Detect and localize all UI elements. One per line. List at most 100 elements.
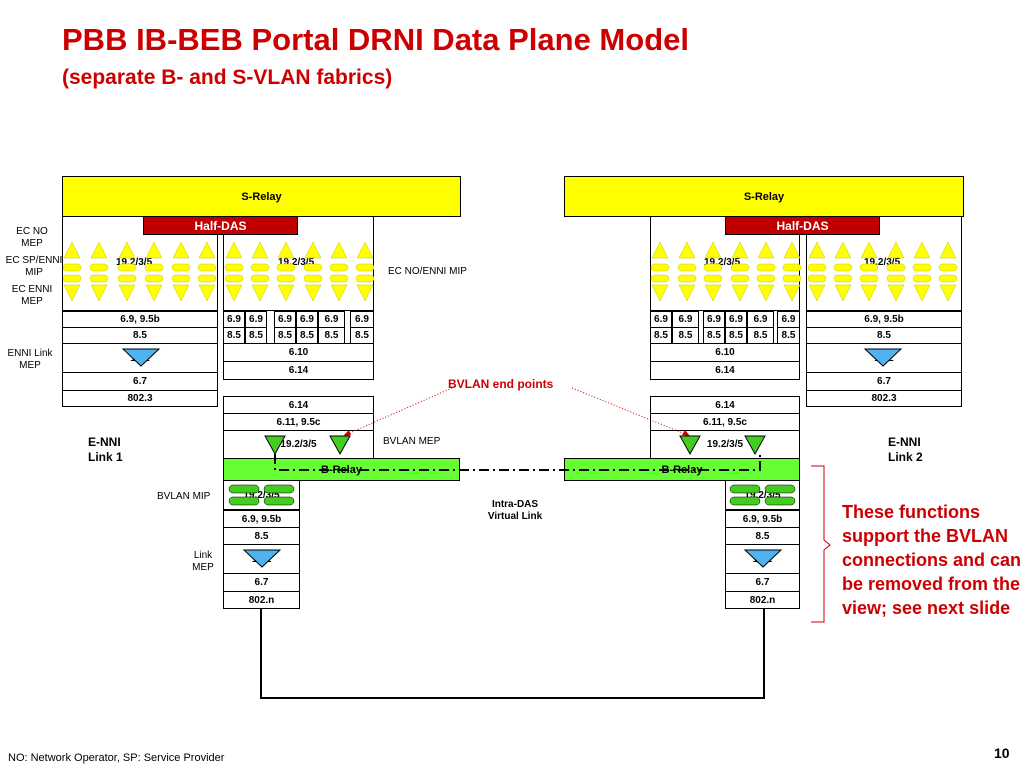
mip-oval-icon [677,274,697,283]
mip-oval-icon [171,274,191,283]
cell-label: 8.5 [654,330,668,341]
mip-up-triangle-icon [783,241,801,259]
mip-oval-icon [250,274,270,283]
cell-label: 8.5 [678,330,693,341]
cell-label: 8.5 [249,330,263,341]
mip-oval-icon [650,274,670,283]
mip-oval-icon [912,274,932,283]
bvlan-end-points-label: BVLAN end points [448,377,554,391]
mep-triangle-icon [121,348,161,367]
page-subtitle: (separate B- and S-VLAN fabrics) [62,66,393,89]
mip-down-triangle-icon [277,284,295,302]
mip-up-triangle-icon [808,241,826,259]
layer-label: 6.11, 9.5c [703,416,747,428]
mip-oval-icon [276,274,296,283]
mip-oval-icon [276,263,296,272]
page-title: PBB IB-BEB Portal DRNI Data Plane Model [62,22,689,57]
mip-down-triangle-icon [304,284,322,302]
mip-down-triangle-icon [118,284,136,302]
mip-down-triangle-icon [198,284,216,302]
mip-oval-icon [329,274,349,283]
mip-up-triangle-icon [172,241,190,259]
mip-up-triangle-icon [887,241,905,259]
mip-down-triangle-icon [678,284,696,302]
mep-triangle-icon [863,348,903,367]
mip-up-triangle-icon [304,241,322,259]
layer-label: 6.7 [755,577,770,588]
mip-ref-label: 19.2/3/5 [243,489,280,501]
cell-label: 8.5 [753,330,768,341]
link-mep-label: Link MEP [192,550,214,573]
mip-oval-icon [197,263,217,272]
cell-label: 8.5 [300,330,314,341]
ec-no-mep-label: EC NO MEP [16,226,48,249]
mip-oval-icon [886,263,906,272]
s-relay-label: S-Relay [743,190,785,203]
layer-label: 6.9, 9.5b [742,513,783,525]
mip-oval-icon [859,274,879,283]
layer-label: 6.11, 9.5c [276,416,321,428]
layer-label: 802.n [248,594,275,606]
mip-down-triangle-icon [887,284,905,302]
mip-oval-icon [89,274,109,283]
cell-label: 8.5 [324,330,339,341]
mip-oval-icon [703,274,723,283]
cell-label: 6.9 [324,314,339,325]
mip-oval-icon [886,274,906,283]
s-relay-label: S-Relay [241,190,282,203]
mip-oval-icon [756,263,776,272]
mip-oval-icon [197,274,217,283]
mip-oval-icon [782,274,802,283]
cell-label: 6.9 [753,314,768,325]
mip-down-triangle-icon [145,284,163,302]
mip-oval-icon [703,263,723,272]
mip-ref-label: 19.2/3/5 [116,257,153,268]
mip-oval-icon [650,263,670,272]
layer-row: 802.n [223,591,300,609]
layer-cell: 8.5 [777,327,800,344]
pointer-arrow [342,387,453,437]
cell-label: 8.5 [355,330,369,341]
cell-label: 6.9 [355,314,369,325]
mip-up-triangle-icon [757,241,775,259]
layer-label: 6.9, 9.5b [864,314,904,325]
mip-down-triangle-icon [251,284,269,302]
mip-oval-icon [938,274,958,283]
layer-label: 19.2/3/5 [280,439,317,450]
mip-oval-icon [730,263,750,272]
layer-cell: 6.9 [296,311,318,328]
cell-label: 8.5 [707,330,721,341]
mip-up-triangle-icon [63,241,81,259]
mip-oval-icon [729,484,761,494]
ec-no-enni-mip-label: EC NO/ENNI MIP [388,266,467,277]
explanation-note: These functions support the BVLAN connec… [842,502,1022,618]
mip-down-triangle-icon [651,284,669,302]
mip-down-triangle-icon [939,284,957,302]
mip-up-triangle-icon [356,241,374,259]
mip-oval-icon [912,263,932,272]
layer-label: 6.14 [715,365,735,376]
half-das-label: Half-DAS [776,218,829,233]
cell-label: 8.5 [729,330,743,341]
mip-down-triangle-icon [63,284,81,302]
mip-oval-icon [833,274,853,283]
ec-sp-enni-mip-label: EC SP/ENNI MIP [5,255,63,278]
mip-oval-icon [62,274,82,283]
layer-label: 802.n [749,594,776,606]
mip-ref-label: 19.2/3/5 [864,257,901,268]
mip-oval-icon [729,496,761,506]
mip-oval-icon [224,274,244,283]
layer-cell: 6.9 [703,311,725,328]
cell-label: 6.9 [707,314,721,325]
mip-up-triangle-icon [145,241,163,259]
bvlan-mep-label: BVLAN MEP [383,436,441,447]
page-number: 10 [994,745,1010,761]
cell-label: 6.9 [278,314,292,325]
mip-down-triangle-icon [731,284,749,302]
mip-down-triangle-icon [704,284,722,302]
mip-ref-label: 19.2/3/5 [704,257,741,268]
mip-oval-icon [355,274,375,283]
half-das-right: Half-DAS [725,216,880,235]
mip-down-triangle-icon [172,284,190,302]
